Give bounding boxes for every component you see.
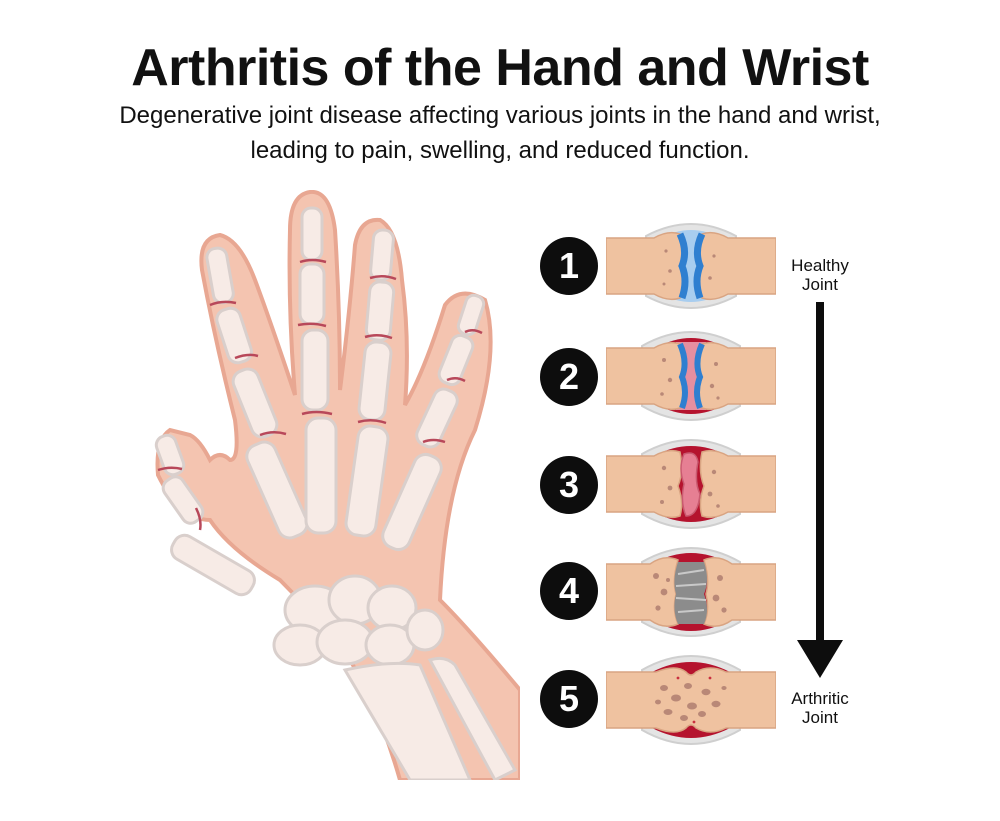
progression-arrow-shaft	[816, 302, 824, 648]
bone-erosion-joint-icon	[606, 547, 776, 637]
arthritic-label-line-1: Arthritic	[791, 689, 849, 708]
early-inflammation-joint-icon	[606, 331, 776, 421]
subtitle-line-2: leading to pain, swelling, and reduced f…	[250, 137, 750, 164]
stage-2: 2	[540, 322, 780, 422]
healthy-label-line-1: Healthy	[791, 256, 849, 275]
down-arrow-icon	[797, 640, 843, 678]
healthy-joint-label: Healthy Joint	[770, 256, 870, 294]
arthritic-label-line-2: Joint	[802, 708, 838, 727]
diagram-title: Arthritis of the Hand and Wrist	[131, 39, 869, 97]
subtitle-line-1: Degenerative joint disease affecting var…	[119, 102, 881, 129]
diagram-subtitle: Degenerative joint disease affecting var…	[0, 98, 1000, 168]
hand-illustration-icon	[154, 189, 522, 782]
healthy-joint-icon	[606, 223, 776, 309]
stage-5: 5	[540, 648, 780, 748]
stage-4: 4	[540, 540, 780, 640]
stage-3: 3	[540, 432, 780, 532]
stage-number-badge: 1	[540, 237, 598, 295]
stage-number-badge: 4	[540, 562, 598, 620]
stage-number-badge: 5	[540, 670, 598, 728]
stage-number-badge: 3	[540, 456, 598, 514]
hand-skeleton-illustration	[140, 189, 522, 785]
stage-1: 1	[540, 216, 780, 316]
healthy-label-line-2: Joint	[802, 275, 838, 294]
fused-arthritic-joint-icon	[606, 655, 776, 745]
stage-number-badge: 2	[540, 348, 598, 406]
arthritic-joint-label: Arthritic Joint	[770, 689, 870, 727]
cartilage-loss-joint-icon	[606, 439, 776, 529]
